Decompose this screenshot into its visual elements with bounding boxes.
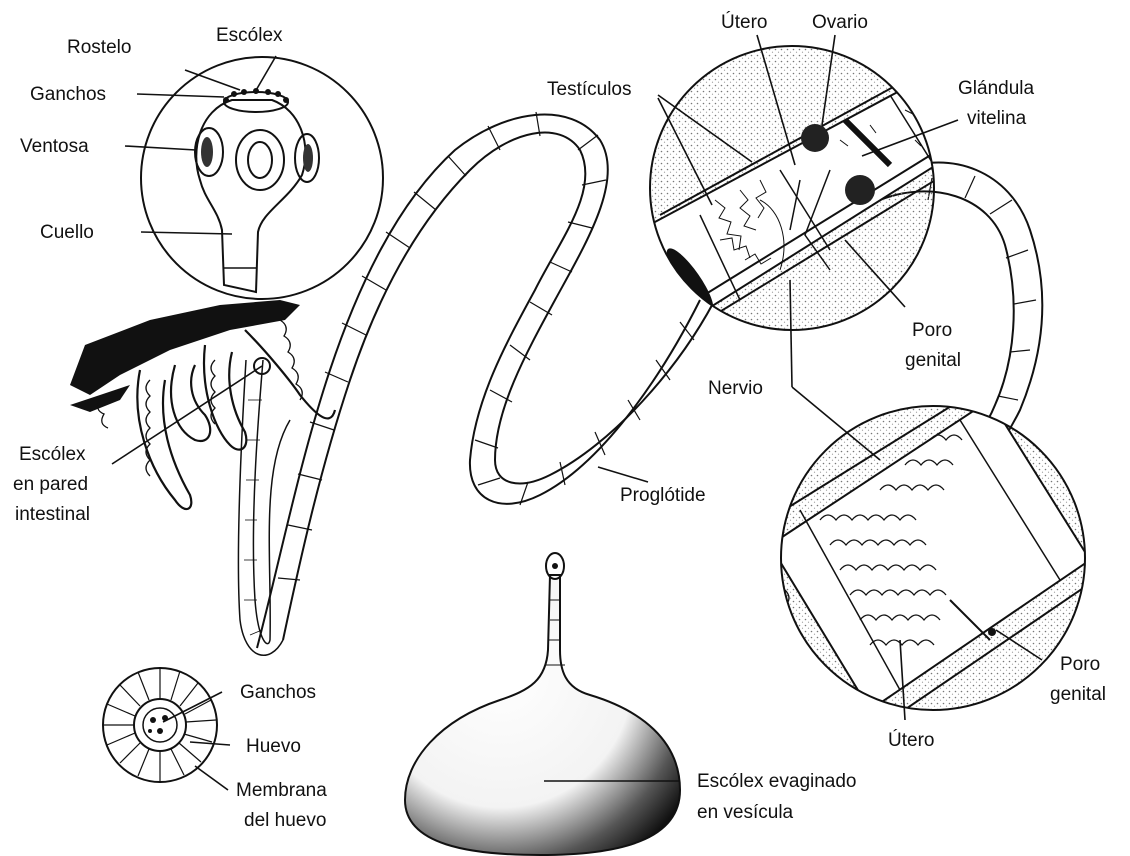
proglottid-detail-top (640, 46, 960, 330)
label-cuello: Cuello (40, 222, 94, 243)
label-glandula-2: vitelina (967, 108, 1027, 129)
label-proglotide: Proglótide (620, 485, 706, 506)
label-poro-top-1: Poro (912, 320, 952, 341)
proglottid-detail-bottom (760, 385, 1095, 730)
label-vesicula-2: en vesícula (697, 802, 794, 823)
label-utero-bottom: Útero (888, 729, 934, 751)
vesicle-detail (405, 553, 680, 855)
label-escolex-pared-3: intestinal (15, 504, 90, 525)
label-glandula-1: Glándula (958, 78, 1034, 99)
egg-detail (103, 668, 217, 782)
label-huevo: Huevo (246, 736, 301, 757)
label-membrana-1: Membrana (236, 780, 327, 801)
label-nervio: Nervio (708, 378, 763, 399)
label-escolex-pared-1: Escólex (19, 444, 86, 465)
label-poro-bottom-2: genital (1050, 684, 1106, 705)
label-poro-top-2: genital (905, 350, 961, 371)
label-testiculos: Testículos (547, 79, 631, 100)
label-vesicula-1: Escólex evaginado (697, 771, 857, 792)
scolex-detail (141, 57, 383, 299)
label-poro-bottom-1: Poro (1060, 654, 1100, 675)
label-utero-top: Útero (721, 11, 767, 33)
label-escolex-pared-2: en pared (13, 474, 88, 495)
label-ventosa: Ventosa (20, 136, 89, 157)
label-rostelo: Rostelo (67, 37, 131, 58)
label-membrana-2: del huevo (244, 810, 326, 831)
label-ganchos-egg: Ganchos (240, 682, 316, 703)
label-escolex: Escólex (216, 25, 283, 46)
label-ganchos-top: Ganchos (30, 84, 106, 105)
label-ovario: Ovario (812, 12, 868, 33)
